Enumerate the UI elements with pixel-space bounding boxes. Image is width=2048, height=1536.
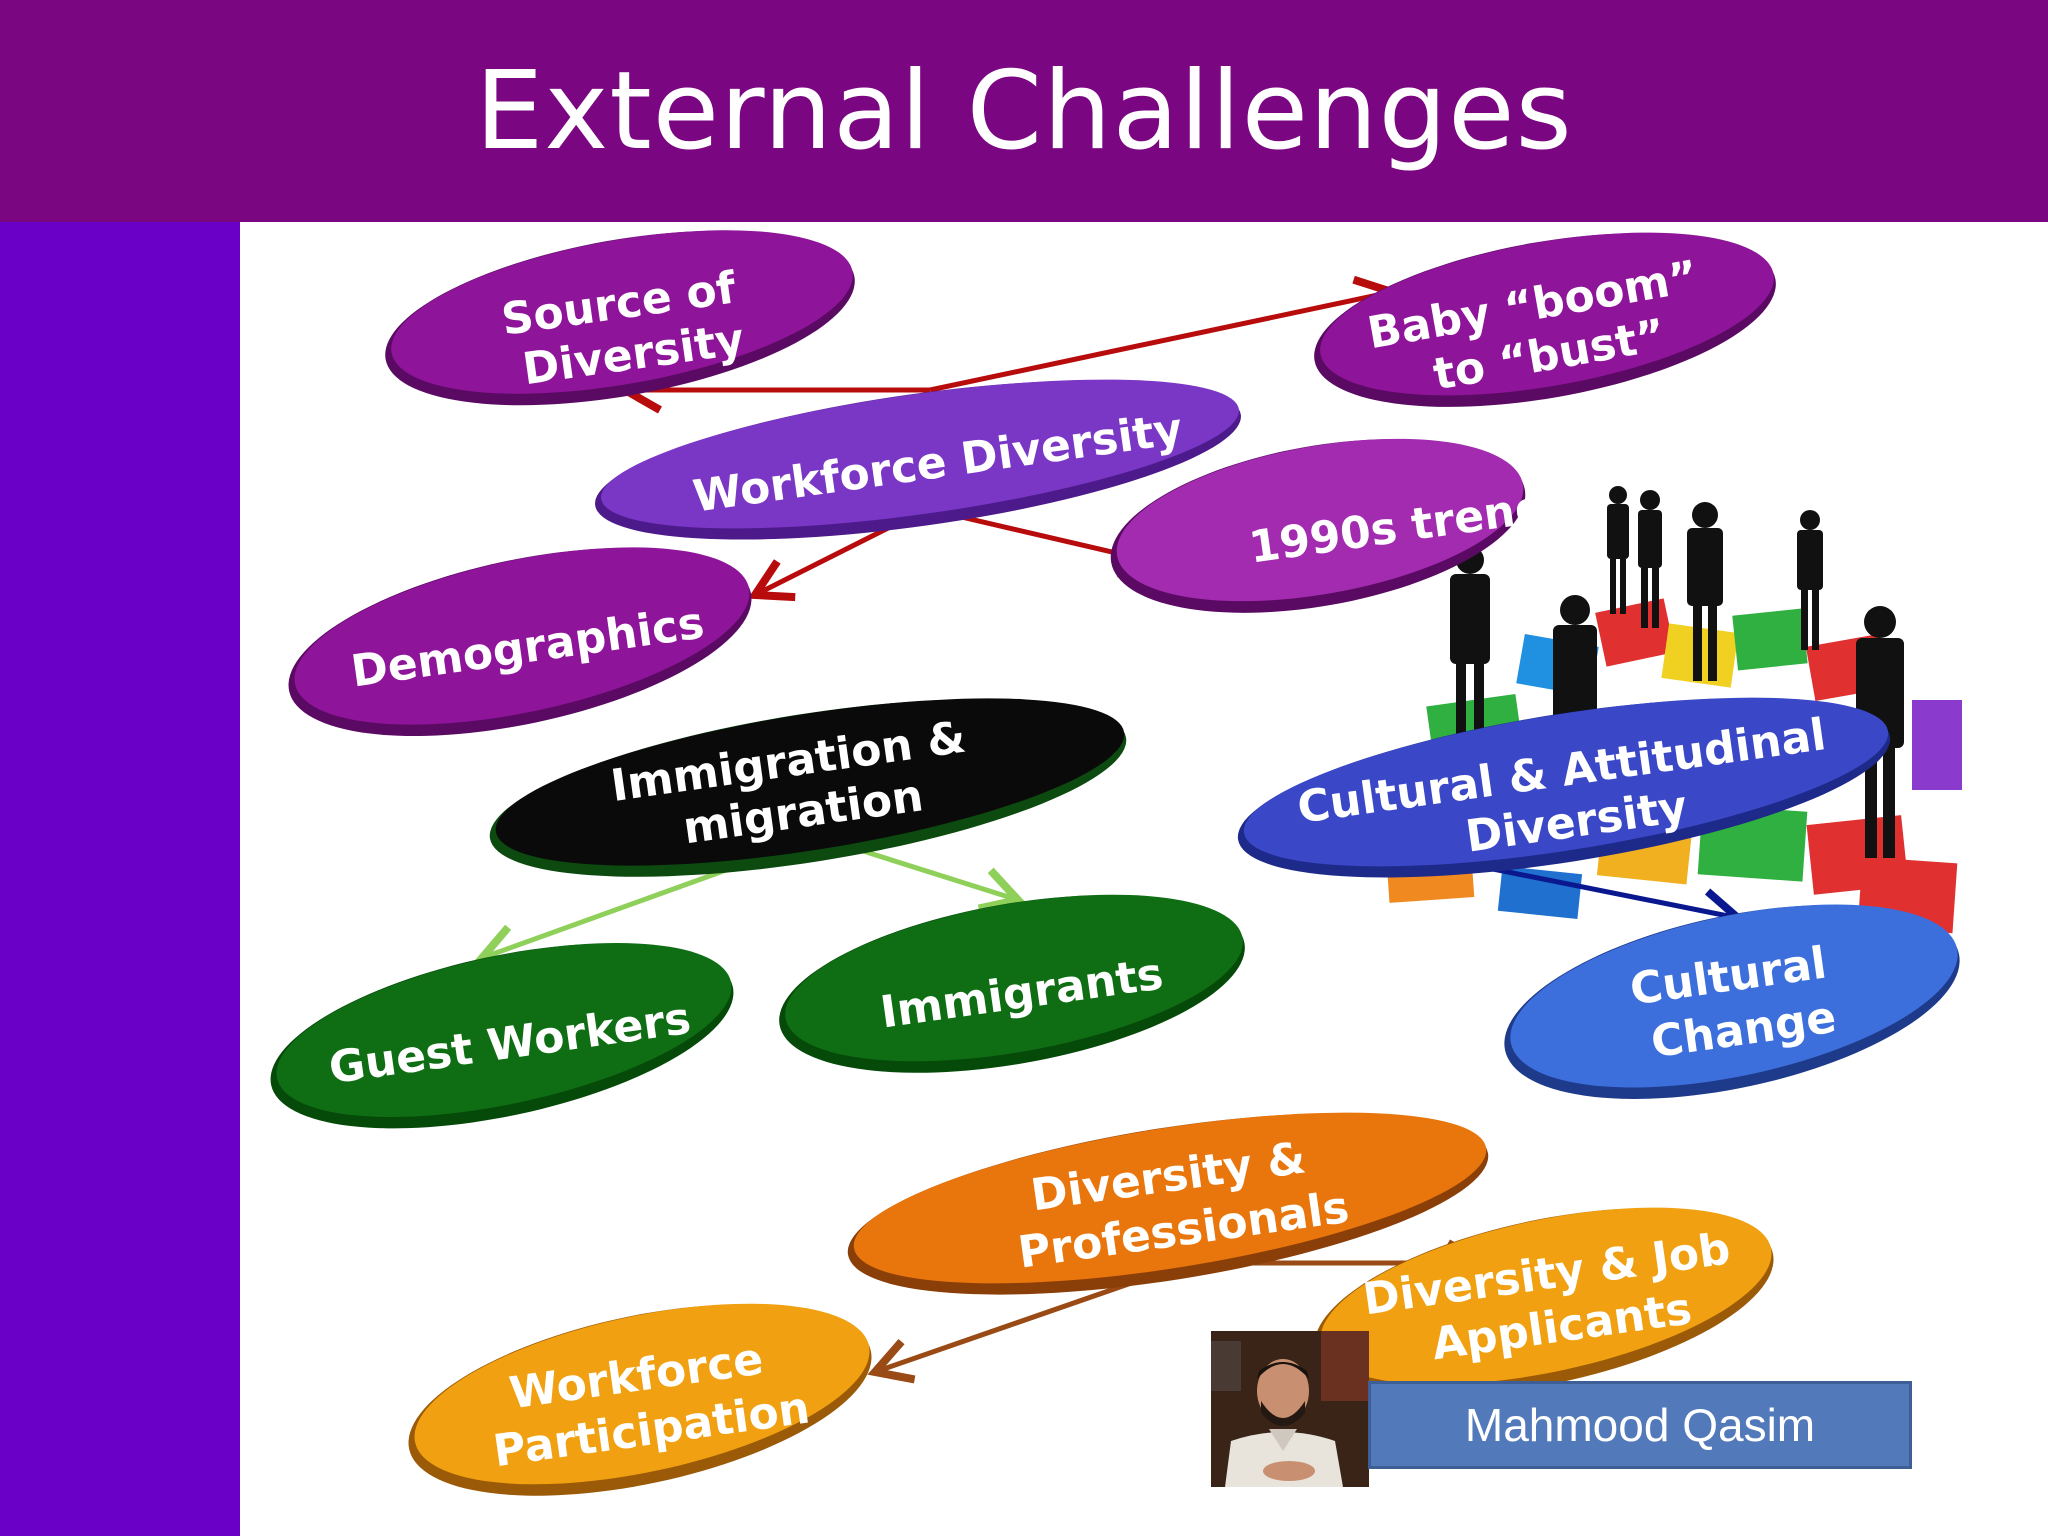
arrows <box>474 275 1746 1384</box>
left-accent-bar <box>0 222 240 1536</box>
presenter-name-box: Mahmood Qasim <box>1368 1381 1912 1469</box>
title-bar <box>0 0 2048 222</box>
node-workforce-participation: Workforce Participation <box>408 1303 872 1496</box>
node-cultural-change: Cultural Change <box>1504 904 1960 1099</box>
node-guest-workers: Guest Workers <box>270 943 734 1129</box>
presenter-name: Mahmood Qasim <box>1464 1399 1816 1451</box>
presenter-photo <box>1211 1331 1369 1487</box>
node-source-of-diversity: Source of Diversity <box>385 230 855 406</box>
businesspeople-silhouettes <box>1450 486 1904 858</box>
node-demographics: Demographics <box>288 547 752 737</box>
arrow-to-workforce-participation <box>867 1277 1141 1384</box>
node-immigrants: Immigrants <box>779 894 1245 1073</box>
node-baby-boom: Baby “boom” to “bust” <box>1314 232 1776 407</box>
slide-title: External Challenges <box>475 48 1573 174</box>
node-immigration-migration: Immigration & migration <box>489 698 1127 877</box>
presenter-avatar-icon <box>1211 1331 1369 1487</box>
node-diversity-job-applicants: Diversity & Job Applicants <box>1314 1207 1774 1396</box>
arrow-to-baby-boom <box>929 275 1400 393</box>
node-diversity-professionals: Diversity & Professionals <box>847 1112 1489 1295</box>
